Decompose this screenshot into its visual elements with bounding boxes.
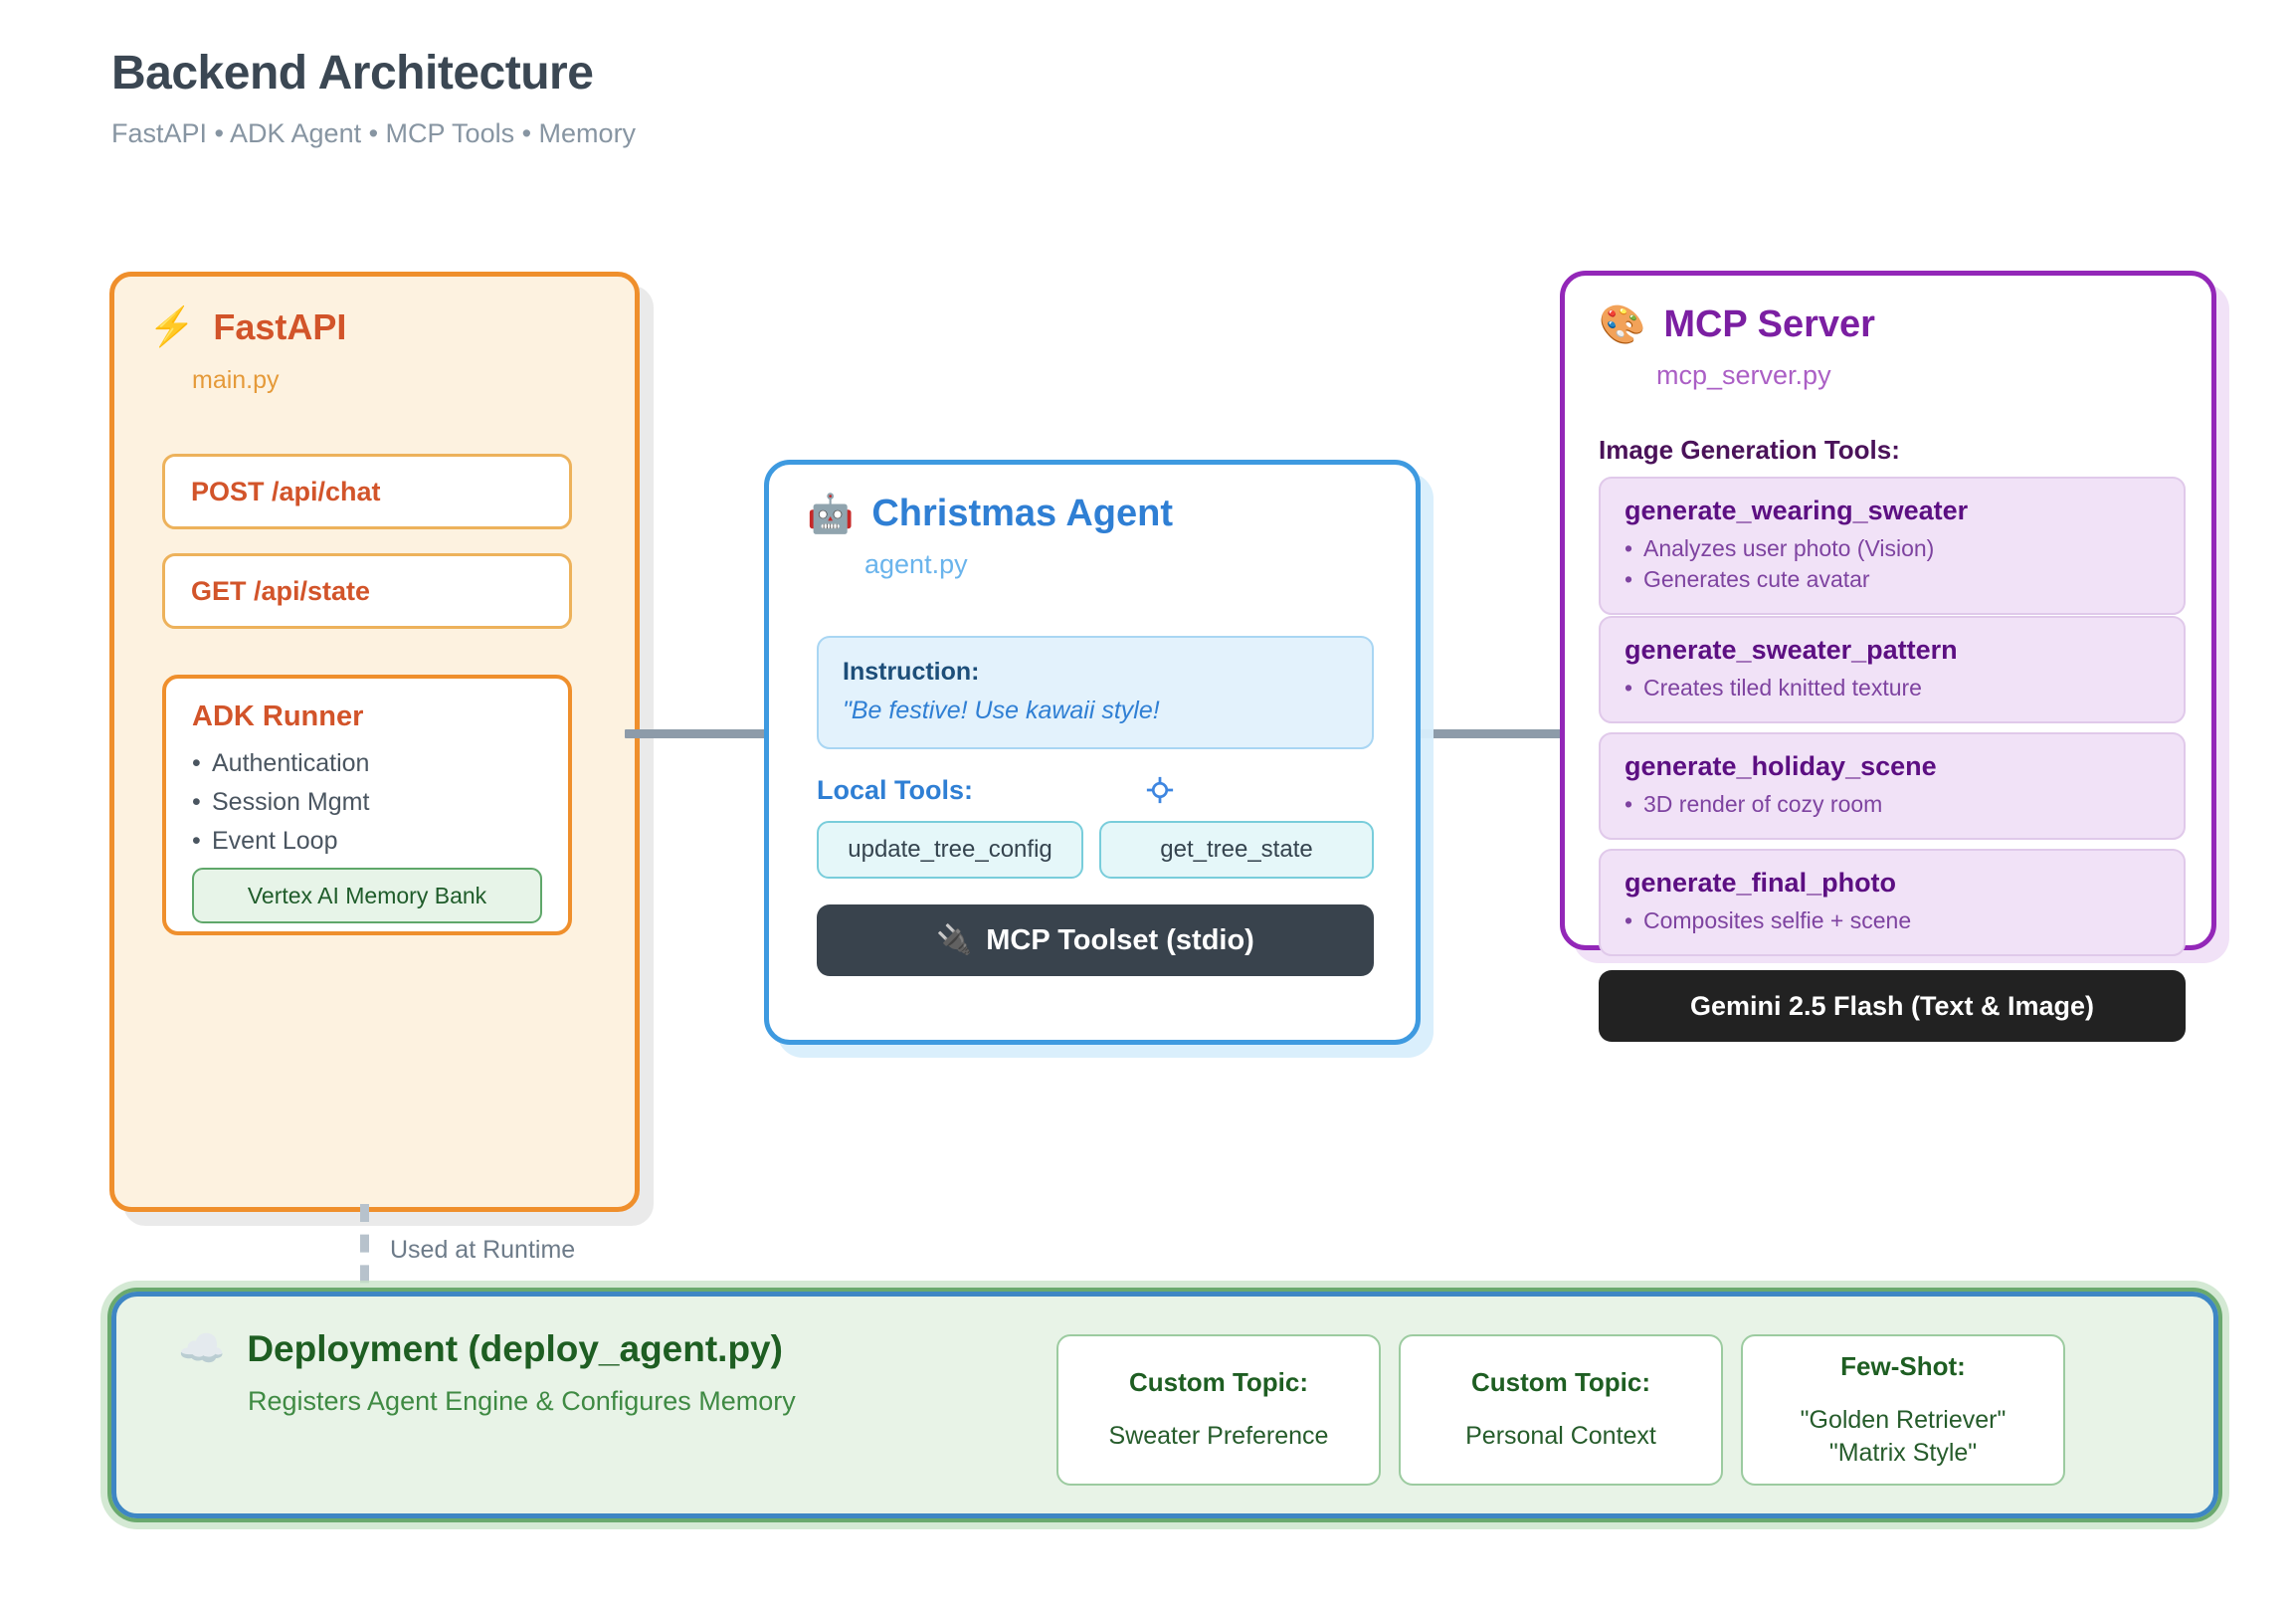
endpoint-post-chat[interactable]: POST /api/chat <box>162 454 572 529</box>
agent-filename: agent.py <box>864 549 968 579</box>
local-tool-get-tree-state[interactable]: get_tree_state <box>1099 821 1374 879</box>
mcp-tool-card[interactable]: generate_sweater_pattern Creates tiled k… <box>1599 616 2186 724</box>
mcp-tool-bullets: Creates tiled knitted texture <box>1625 673 2160 703</box>
mcp-toolset-badge[interactable]: 🔌 MCP Toolset (stdio) <box>817 904 1374 976</box>
fastapi-panel: ⚡ FastAPI main.py POST /api/chat GET /ap… <box>109 272 640 1212</box>
deployment-header: ☁️ Deployment (deploy_agent.py) <box>178 1328 783 1370</box>
adk-runner-card: ADK Runner Authentication Session Mgmt E… <box>162 675 572 935</box>
cloud-icon: ☁️ <box>178 1328 226 1370</box>
runtime-dashed-connector <box>360 1204 369 1313</box>
christmas-agent-panel: 🤖 Christmas Agent agent.py Instruction: … <box>764 460 1421 1045</box>
adk-runner-list: Authentication Session Mgmt Event Loop <box>192 749 542 856</box>
mcp-tool-bullets: 3D render of cozy room <box>1625 789 2160 820</box>
instruction-label: Instruction: <box>843 658 980 686</box>
robot-icon: 🤖 <box>807 493 855 535</box>
deployment-card-value: Personal Context <box>1465 1422 1656 1451</box>
list-item: Creates tiled knitted texture <box>1625 673 2160 703</box>
deployment-card-few-shot[interactable]: Few-Shot: "Golden Retriever" "Matrix Sty… <box>1741 1334 2065 1486</box>
list-item: Session Mgmt <box>192 788 542 817</box>
deployment-card-title: Custom Topic: <box>1470 1367 1651 1398</box>
mcp-server-title: MCP Server <box>1663 303 1875 345</box>
list-item: Authentication <box>192 749 542 778</box>
connector-agent-to-mcp <box>1413 729 1572 738</box>
adk-runner-title: ADK Runner <box>192 701 364 732</box>
list-item: Composites selfie + scene <box>1625 905 2160 936</box>
instruction-box: Instruction: "Be festive! Use kawaii sty… <box>817 636 1374 749</box>
mcp-tool-name: generate_final_photo <box>1625 868 1897 898</box>
deployment-title: Deployment (deploy_agent.py) <box>247 1328 783 1369</box>
mcp-tool-bullets: Composites selfie + scene <box>1625 905 2160 936</box>
plug-icon: 🔌 <box>936 924 973 956</box>
deployment-panel: ☁️ Deployment (deploy_agent.py) Register… <box>107 1288 2222 1522</box>
deployment-card-value: Sweater Preference <box>1108 1422 1329 1451</box>
deployment-subtitle: Registers Agent Engine & Configures Memo… <box>248 1386 796 1416</box>
mcp-tool-card[interactable]: generate_holiday_scene 3D render of cozy… <box>1599 732 2186 841</box>
mcp-tool-card[interactable]: generate_final_photo Composites selfie +… <box>1599 849 2186 957</box>
instruction-text: "Be festive! Use kawaii style! <box>843 697 1160 724</box>
mcp-header: 🎨 MCP Server <box>1599 303 2211 346</box>
local-tools-label: Local Tools: <box>817 775 974 805</box>
list-item: Generates cute avatar <box>1625 564 2160 595</box>
list-item: Event Loop <box>192 827 542 856</box>
deployment-card-personal-context[interactable]: Custom Topic: Personal Context <box>1399 1334 1723 1486</box>
deployment-card-title: Custom Topic: <box>1128 1367 1309 1398</box>
mcp-tool-name: generate_sweater_pattern <box>1625 635 1958 665</box>
fastapi-filename: main.py <box>192 366 280 394</box>
endpoint-get-state[interactable]: GET /api/state <box>162 553 572 629</box>
palette-icon: 🎨 <box>1599 303 1646 346</box>
fastapi-title: FastAPI <box>213 306 347 347</box>
mcp-server-panel: 🎨 MCP Server mcp_server.py Image Generat… <box>1560 271 2216 1042</box>
page-title: Backend Architecture <box>111 47 594 100</box>
vertex-memory-bank-badge: Vertex AI Memory Bank <box>192 868 542 923</box>
lightning-bolt-icon: ⚡ <box>148 306 196 348</box>
fastapi-header: ⚡ FastAPI <box>148 306 635 348</box>
connector-fastapi-to-agent <box>625 729 776 738</box>
mcp-tool-card[interactable]: generate_wearing_sweater Analyzes user p… <box>1599 477 2186 616</box>
list-item: 3D render of cozy room <box>1625 789 2160 820</box>
agent-title: Christmas Agent <box>871 493 1173 534</box>
deployment-card-value: "Golden Retriever" "Matrix Style" <box>1800 1406 2007 1467</box>
runtime-connector-label: Used at Runtime <box>390 1236 576 1264</box>
crosshair-cursor-icon <box>1146 776 1174 804</box>
deployment-card-sweater-preference[interactable]: Custom Topic: Sweater Preference <box>1056 1334 1381 1486</box>
deployment-card-title: Few-Shot: <box>1840 1351 1966 1381</box>
list-item: Analyzes user photo (Vision) <box>1625 533 2160 564</box>
image-generation-tools-label: Image Generation Tools: <box>1599 435 1900 465</box>
gemini-model-badge: Gemini 2.5 Flash (Text & Image) <box>1599 970 2186 1042</box>
mcp-tool-name: generate_holiday_scene <box>1625 751 1937 781</box>
agent-header: 🤖 Christmas Agent <box>807 493 1416 535</box>
mcp-server-filename: mcp_server.py <box>1656 360 1831 390</box>
page-subtitle: FastAPI • ADK Agent • MCP Tools • Memory <box>111 118 637 148</box>
mcp-toolset-label: MCP Toolset (stdio) <box>986 923 1254 956</box>
page-header: Backend Architecture FastAPI • ADK Agent… <box>111 46 636 149</box>
local-tool-update-tree-config[interactable]: update_tree_config <box>817 821 1083 879</box>
mcp-tool-bullets: Analyzes user photo (Vision) Generates c… <box>1625 533 2160 595</box>
mcp-tool-name: generate_wearing_sweater <box>1625 496 1969 525</box>
